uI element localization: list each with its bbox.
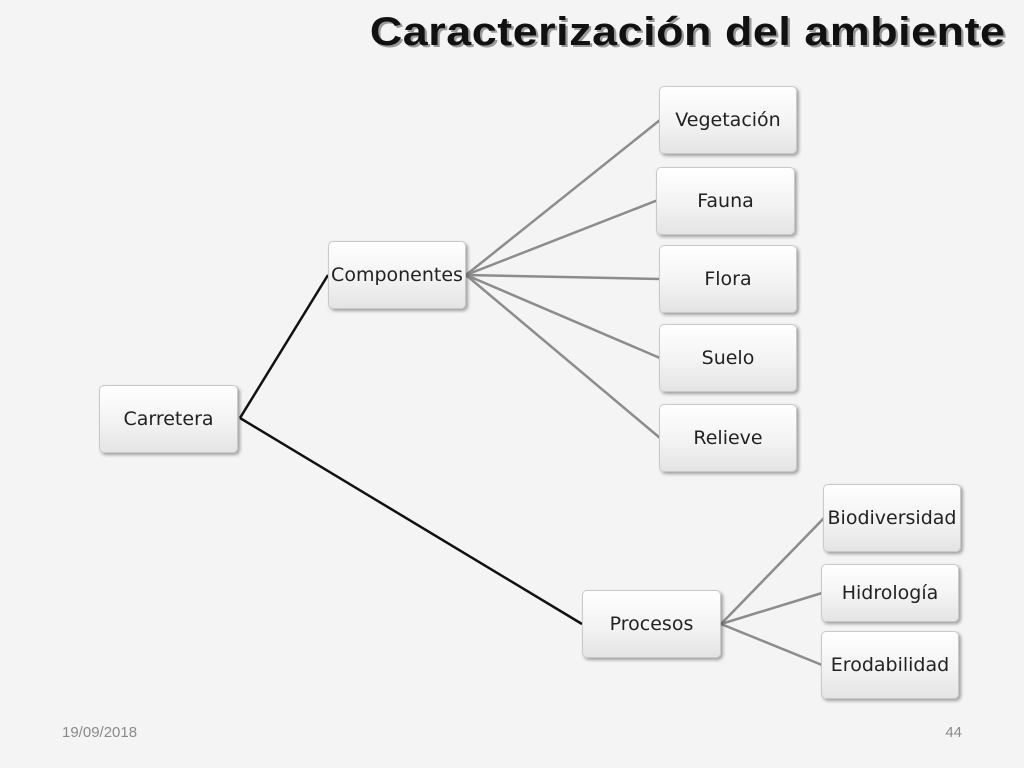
node-root-carretera: Carretera — [99, 385, 238, 453]
connector-componentes-fauna — [465, 198, 659, 277]
connector-procesos-biodiversidad — [720, 517, 825, 625]
connector-root-procesos — [239, 416, 583, 626]
node-vegetacion: Vegetación — [659, 86, 797, 154]
node-flora: Flora — [659, 245, 797, 313]
connector-componentes-suelo — [465, 273, 661, 360]
node-procesos: Procesos — [582, 590, 721, 658]
connector-componentes-relieve — [465, 274, 661, 439]
connector-componentes-vegetacion — [465, 119, 661, 276]
node-fauna: Fauna — [656, 167, 795, 235]
node-suelo: Suelo — [659, 324, 797, 392]
connector-procesos-hidrologia — [720, 591, 823, 626]
footer-date: 19/09/2018 — [62, 724, 138, 741]
connector-componentes-flora — [465, 273, 661, 281]
slide-title: Caracterización del ambiente — [370, 10, 1006, 54]
node-biodiversidad: Biodiversidad — [823, 484, 961, 552]
node-hidrologia: Hidrología — [821, 564, 959, 622]
node-relieve: Relieve — [659, 404, 797, 472]
node-componentes: Componentes — [328, 241, 466, 309]
connector-root-componentes — [238, 274, 330, 419]
connector-procesos-erodabilidad — [720, 622, 823, 667]
node-erodabilidad: Erodabilidad — [821, 631, 959, 699]
footer-page-number: 44 — [945, 724, 962, 741]
